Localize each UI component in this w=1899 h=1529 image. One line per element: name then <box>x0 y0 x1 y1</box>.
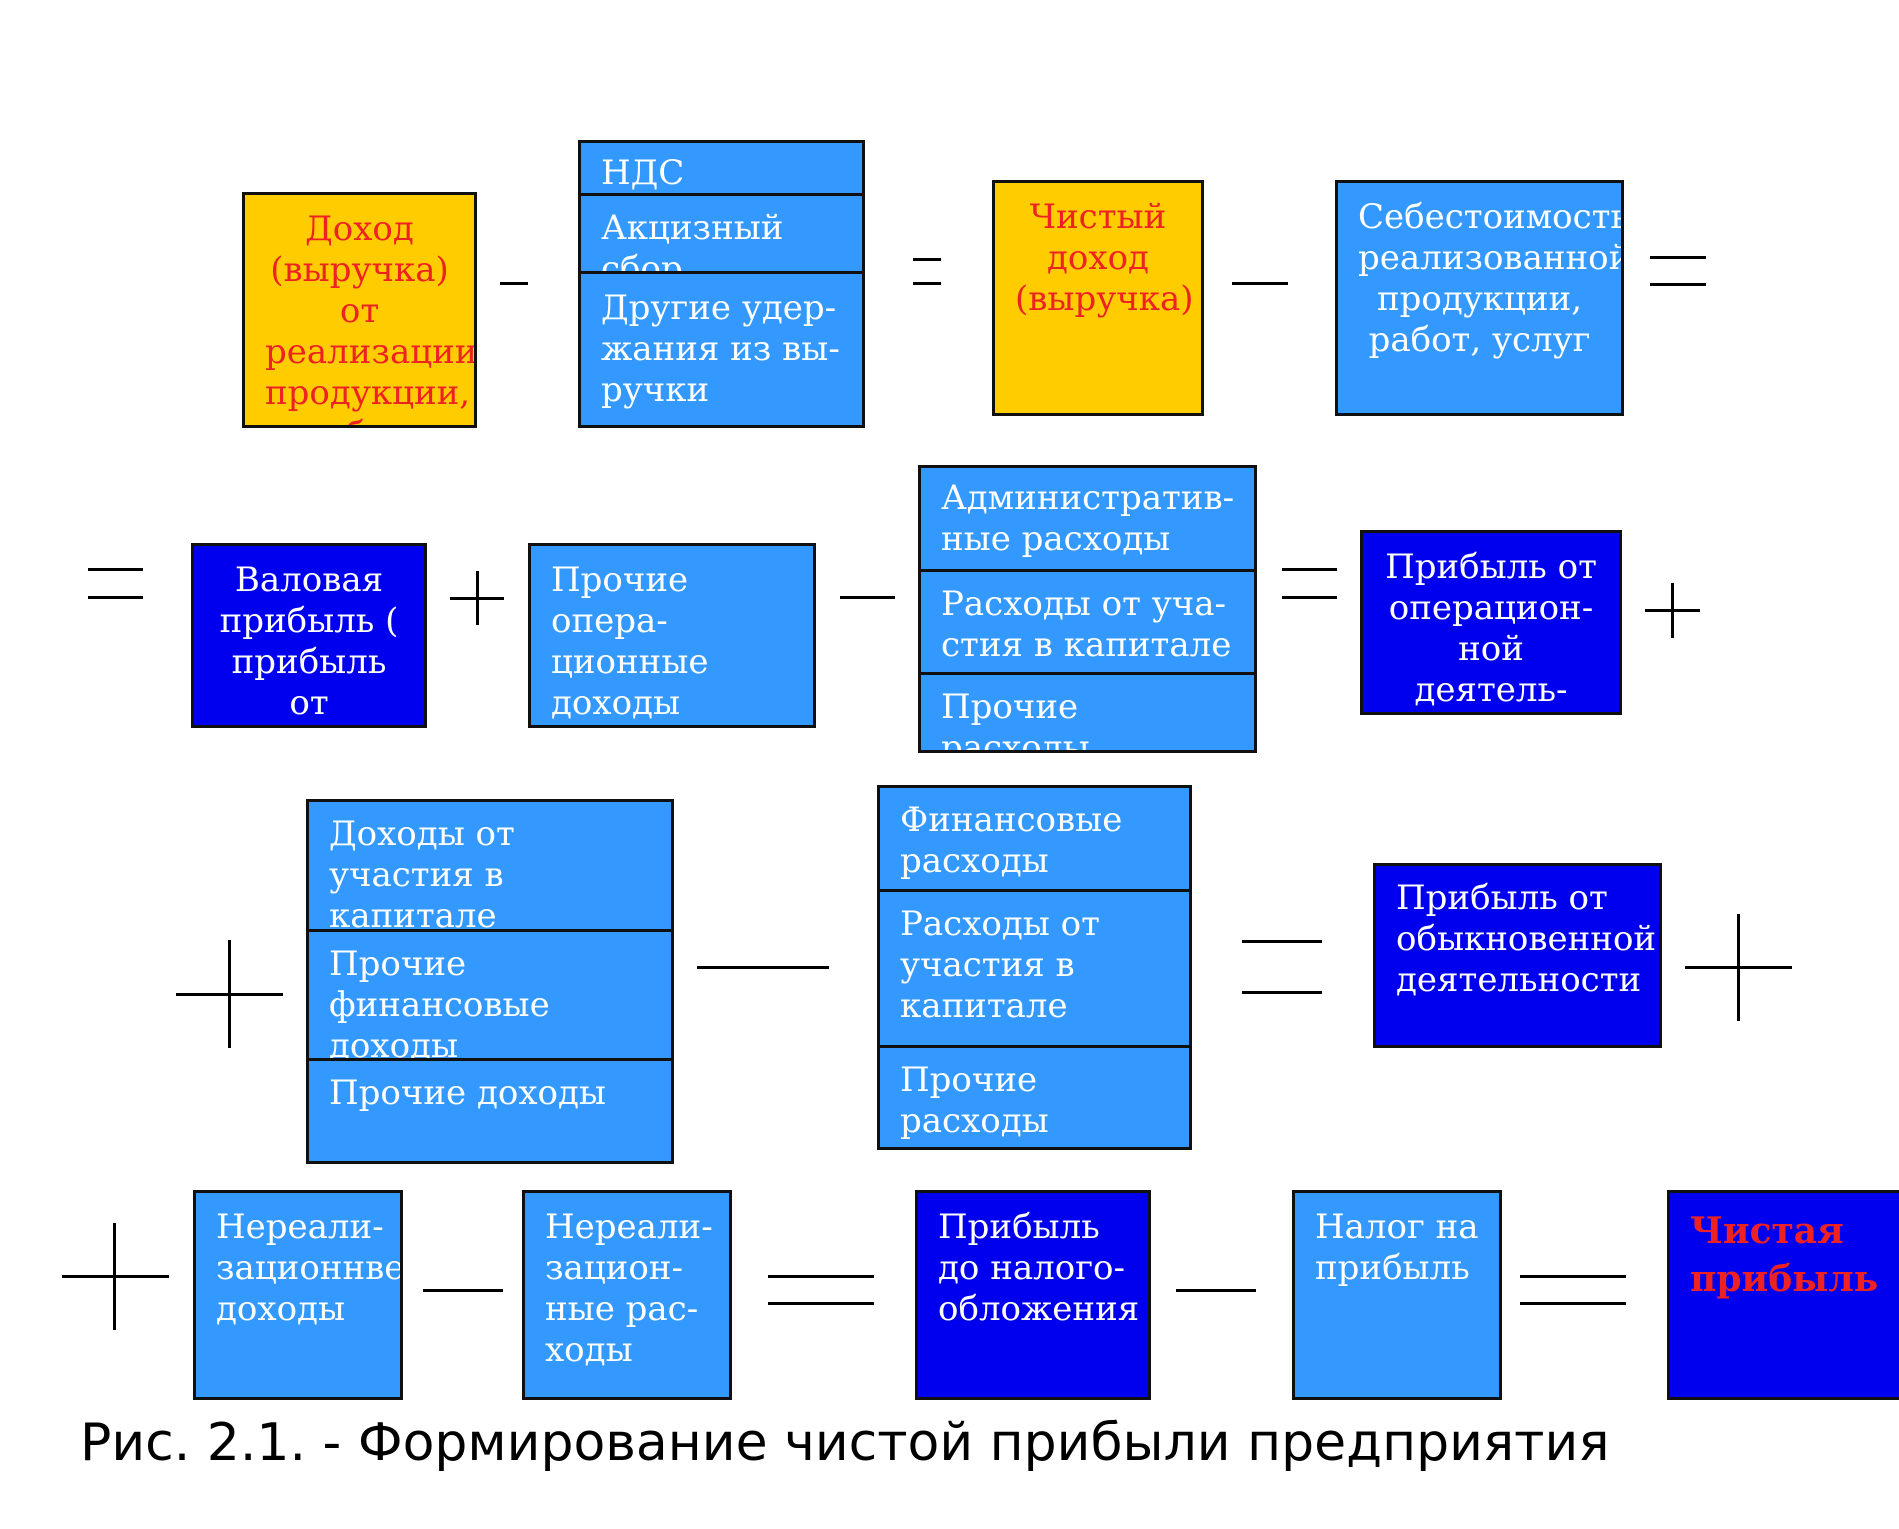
plus-sign-vertical <box>476 571 479 625</box>
expense-other: Прочие расходы <box>941 687 1090 750</box>
minus-sign <box>1232 282 1288 285</box>
expense-administrative: Административ­ные расходы <box>921 468 1254 572</box>
deduction-vat: НДС <box>581 143 862 196</box>
deductions-box: НДС Акцизный сбор Другие удер­жания из в… <box>578 140 865 428</box>
deduction-other: Другие удер­жания из вы­ручки <box>601 288 840 410</box>
equals-sign-top <box>88 568 143 571</box>
expense-capital-participation: Расходы от уча­стия в капитале <box>921 572 1254 675</box>
nonsales-expenses-box: Нереали­зацион­ные рас­ходы <box>522 1190 732 1400</box>
plus-sign-vertical <box>113 1223 116 1330</box>
net-income-label: Чистый доход (выручка) <box>1015 197 1194 319</box>
deduction-excise: Акцизный сбор <box>581 196 862 274</box>
gross-profit-label: Валовая прибыль ( прибыль от реализа- <box>219 560 399 725</box>
expense-other-2: Прочие расходы <box>900 1060 1049 1141</box>
net-profit-label: Чистая прибыль <box>1690 1210 1879 1300</box>
ordinary-profit-box: Прибыль от обыкновенной деятельности <box>1373 863 1662 1048</box>
equals-sign-top <box>1282 568 1337 571</box>
other-operating-income-label: Прочие опера­ционные дохо­ды <box>551 560 709 723</box>
equals-sign-bottom <box>768 1302 874 1305</box>
tax-box: Налог на прибыль <box>1292 1190 1502 1400</box>
equals-sign-top <box>768 1275 874 1278</box>
plus-sign-vertical <box>228 940 231 1048</box>
cost-box: Себестоимость реализованной продукции, р… <box>1335 180 1624 416</box>
plus-sign-vertical <box>1671 583 1674 638</box>
expense-capital-participation-2: Расходы от уча­стия в капитале <box>880 892 1189 1048</box>
equals-sign-top <box>913 258 941 261</box>
net-profit-box: Чистая прибыль <box>1667 1190 1899 1400</box>
equals-sign-bottom <box>1520 1302 1626 1305</box>
financial-income-box: Доходы от участия в капитале Прочие фина… <box>306 799 674 1164</box>
minus-sign <box>500 282 528 285</box>
expense-financial: Финансовые расходы <box>880 788 1189 892</box>
operating-profit-box: Прибыль от операцион­ной деятель­ности <box>1360 530 1622 715</box>
cost-label: Себестоимость реализованной продукции, р… <box>1358 197 1624 360</box>
ordinary-profit-label: Прибыль от обыкновенной деятельности <box>1396 878 1657 1000</box>
minus-sign <box>697 966 829 969</box>
operating-profit-label: Прибыль от операцион­ной деятель­ности <box>1385 547 1597 712</box>
equals-sign-bottom <box>88 596 143 599</box>
income-label: Доход (вы­ручка) от реализации продукции… <box>265 209 477 425</box>
equals-sign-bottom <box>913 282 941 285</box>
equals-sign-top <box>1520 1275 1626 1278</box>
nonsales-income-label: Нереали­зационнве доходы <box>216 1207 403 1329</box>
nonsales-expenses-label: Нереали­зацион­ные рас­ходы <box>545 1207 713 1370</box>
income-box: Доход (вы­ручка) от реализации продукции… <box>242 192 477 428</box>
income-capital-participation: Доходы от участия в капитале <box>309 802 671 932</box>
minus-sign <box>1176 1289 1256 1292</box>
net-income-box: Чистый доход (выручка) <box>992 180 1204 416</box>
equals-sign-top <box>1650 256 1706 259</box>
plus-sign-vertical <box>1737 914 1740 1021</box>
equals-sign-bottom <box>1242 991 1322 994</box>
operating-expenses-box: Административ­ные расходы Расходы от уча… <box>918 465 1257 753</box>
nonsales-income-box: Нереали­зационнве доходы <box>193 1190 403 1400</box>
equals-sign-bottom <box>1282 596 1337 599</box>
equals-sign-top <box>1242 940 1322 943</box>
equals-sign-bottom <box>1650 283 1706 286</box>
pretax-profit-label: Прибыль до налого­обложения <box>938 1207 1140 1329</box>
financial-expenses-box: Финансовые расходы Расходы от уча­стия в… <box>877 785 1192 1150</box>
minus-sign <box>840 596 895 599</box>
gross-profit-box: Валовая прибыль ( прибыль от реализа- <box>191 543 427 728</box>
pretax-profit-box: Прибыль до налого­обложения <box>915 1190 1151 1400</box>
income-other-financial: Прочие финансовые доходы <box>309 932 671 1061</box>
minus-sign <box>423 1289 503 1292</box>
other-operating-income-box: Прочие опера­ционные дохо­ды <box>528 543 816 728</box>
figure-caption: Рис. 2.1. - Формирование чистой прибыли … <box>80 1413 1610 1473</box>
tax-label: Налог на прибыль <box>1315 1207 1479 1288</box>
income-other: Прочие доходы <box>329 1073 606 1113</box>
